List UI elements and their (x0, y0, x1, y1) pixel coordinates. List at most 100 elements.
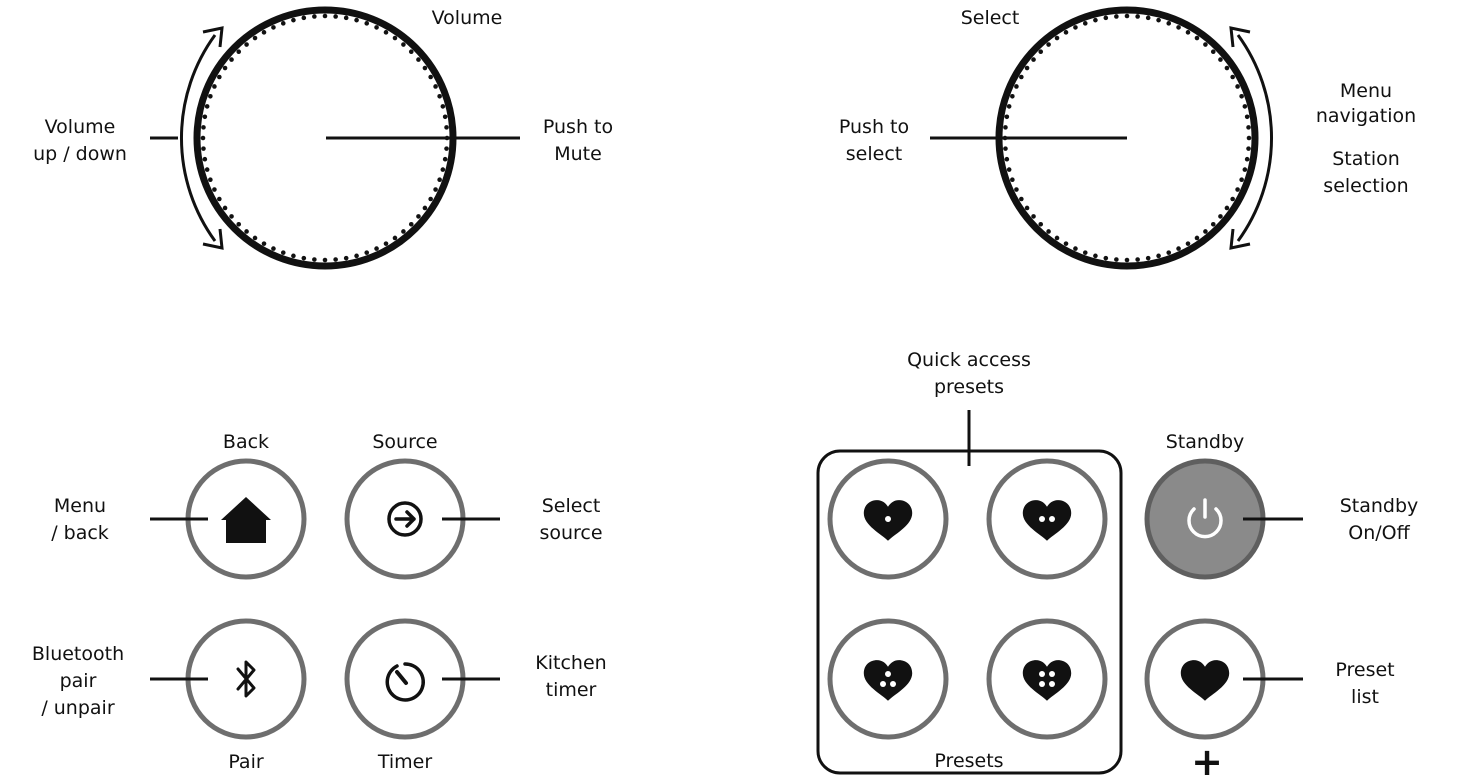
timer-button-group: Timer Kitchen timer (344, 618, 607, 773)
presets-group: Quick access presets Presets (816, 349, 1123, 775)
source-side-label-line1: Select (542, 495, 601, 517)
knurl-tick (236, 49, 242, 55)
knurl-tick (1185, 241, 1191, 246)
preset-dot-icon (890, 681, 896, 687)
knurl-tick (1230, 196, 1235, 202)
knurl-tick (1124, 13, 1130, 19)
pair-title: Pair (228, 751, 264, 773)
knurl-tick (1103, 255, 1109, 261)
knurl-tick (1031, 214, 1036, 219)
knurl-tick (301, 15, 307, 21)
source-side-label-line2: source (539, 522, 602, 544)
knurl-tick (312, 14, 317, 19)
knurl-tick (1235, 84, 1240, 89)
knurl-tick (442, 156, 448, 162)
knurl-tick (1194, 235, 1200, 241)
knurl-tick (236, 221, 242, 227)
standby-button-group: Standby Standby On/Off (1144, 431, 1418, 580)
knurl-tick (229, 57, 234, 62)
preset-dot-icon (1039, 516, 1045, 522)
preset-dot-icon (1039, 681, 1045, 687)
knurl-tick (374, 25, 379, 30)
knurl-tick (416, 214, 421, 219)
knurl-tick (1046, 42, 1051, 47)
knurl-tick (1244, 156, 1250, 162)
knurl-tick (217, 74, 222, 80)
source-title: Source (372, 431, 437, 453)
knurl-tick (1019, 74, 1024, 80)
knurl-tick (212, 187, 217, 192)
preset-dot-icon (1049, 681, 1055, 687)
knurl-tick (322, 13, 328, 19)
knurl-tick (301, 255, 307, 261)
knurl-tick (244, 42, 249, 47)
knurl-tick (1093, 17, 1098, 23)
knurl-tick (440, 167, 446, 172)
knurl-tick (392, 235, 398, 241)
knurl-tick (1063, 30, 1069, 35)
knurl-tick (229, 214, 234, 219)
timer-side-label-line1: Kitchen (535, 652, 606, 674)
preset-dot-icon (1039, 671, 1045, 677)
knurl-tick (222, 205, 228, 211)
knurl-tick (1014, 187, 1019, 192)
timer-icon (385, 662, 425, 702)
knurl-tick (1082, 250, 1088, 255)
back-side-label-line2: / back (51, 522, 109, 544)
presets-bottom-label: Presets (934, 750, 1003, 772)
preset-dot-icon (885, 516, 891, 522)
knurl-tick (291, 253, 296, 259)
volume-arrow-up-icon (202, 26, 224, 48)
preset-1-button-group (827, 458, 949, 580)
knurl-tick (201, 125, 206, 130)
knurl-tick (444, 146, 449, 151)
volume-title: Volume (432, 7, 503, 29)
knurl-tick (208, 177, 213, 183)
knurl-tick (1006, 104, 1012, 109)
knurl-tick (416, 57, 421, 62)
knurl-tick (202, 156, 208, 162)
knurl-tick (333, 14, 338, 19)
knurl-tick (1156, 17, 1161, 23)
knurl-tick (392, 35, 398, 41)
knurl-tick (1145, 255, 1151, 261)
volume-right-label-line2: Mute (554, 143, 602, 165)
knurl-tick (1235, 187, 1240, 192)
knurl-tick (1114, 14, 1119, 19)
knurl-tick (1054, 35, 1060, 41)
knurl-tick (1176, 25, 1181, 30)
knurl-tick (1224, 65, 1230, 71)
knurl-tick (433, 187, 438, 192)
knurl-tick (1063, 241, 1069, 246)
knurl-tick (1093, 253, 1098, 259)
knurl-tick (1194, 35, 1200, 41)
knurl-tick (1024, 65, 1030, 71)
source-icon (387, 501, 423, 537)
knurl-tick (244, 229, 249, 234)
select-arrow-down-icon (1229, 228, 1251, 250)
knurl-tick (1019, 196, 1024, 202)
pair-side-label-line1: Bluetooth (32, 643, 124, 665)
knurl-tick (1176, 246, 1181, 251)
power-icon (1187, 507, 1223, 539)
heart-icon (1180, 660, 1230, 701)
knurl-tick (433, 84, 438, 89)
preset-4-button-group (986, 618, 1108, 740)
knurl-tick (1135, 14, 1140, 19)
preset-dot-icon (885, 671, 891, 677)
knurl-tick (437, 93, 442, 99)
knurl-tick (271, 246, 276, 251)
home-icon (221, 497, 271, 543)
knurl-tick (408, 49, 414, 55)
knurl-tick (1218, 57, 1223, 62)
heart-icon (863, 660, 913, 701)
knurl-tick (1014, 84, 1019, 89)
knurl-tick (1073, 246, 1078, 251)
knurl-tick (1024, 205, 1030, 211)
knurl-tick (422, 205, 428, 211)
knurl-tick (1242, 104, 1248, 109)
knurl-tick (1135, 257, 1140, 262)
knurl-tick (343, 15, 349, 21)
knurl-tick (1210, 221, 1216, 227)
